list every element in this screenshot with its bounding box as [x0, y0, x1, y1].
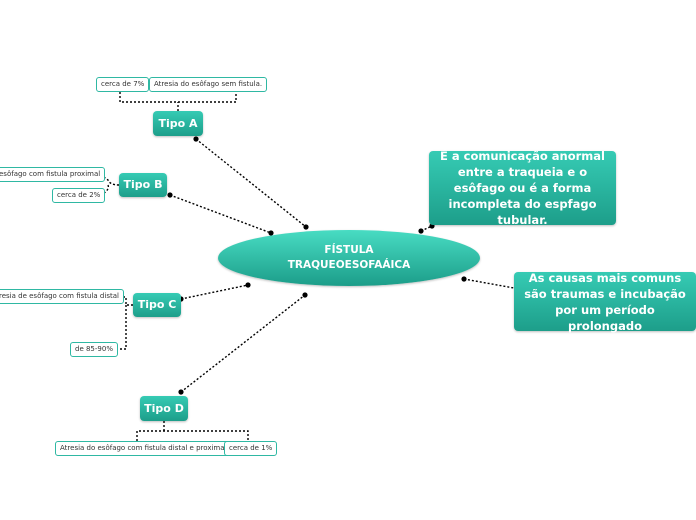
leaf-text: esôfago com fistula proximal [0, 170, 101, 178]
leaf-tipo-b-percent[interactable]: cerca de 2% [52, 188, 106, 203]
bracket-tipo-c [116, 296, 133, 350]
leaf-text: cerca de 2% [57, 191, 101, 199]
topic-label: Tipo A [158, 116, 198, 130]
central-topic[interactable]: FÍSTULA TRAQUEOESOFAÁICA [218, 230, 480, 286]
bracket-tipo-a [119, 92, 237, 111]
leaf-tipo-d-description[interactable]: Atresia do esôfago com fistula distal e … [55, 441, 232, 456]
link-dot [245, 282, 251, 288]
link-tipo-c [180, 284, 249, 300]
topic-tipo-a[interactable]: Tipo A [153, 111, 203, 136]
link-tipo-b [169, 194, 272, 234]
leaf-tipo-a-percent[interactable]: cerca de 7% [96, 77, 150, 92]
bracket-tipo-d [136, 421, 249, 441]
leaf-text: cerca de 1% [229, 444, 273, 452]
bracket-tipo-b [100, 174, 120, 196]
link-tipo-a [195, 138, 307, 228]
central-title-line1: FÍSTULA [324, 244, 374, 256]
link-dot [418, 228, 424, 234]
link-dot [193, 136, 199, 142]
leaf-tipo-b-description[interactable]: esôfago com fistula proximal [0, 167, 106, 182]
topic-tipo-c[interactable]: Tipo C [133, 293, 181, 317]
topic-tipo-b[interactable]: Tipo B [119, 173, 167, 197]
topic-tipo-d[interactable]: Tipo D [140, 396, 188, 421]
leaf-text: de 85-90% [75, 345, 113, 353]
link-dot [167, 192, 173, 198]
leaf-text: cerca de 7% [101, 80, 145, 88]
leaf-text: Atresia do esôfago com fistula distal e … [60, 444, 227, 452]
central-title-line2: TRAQUEOESOFAÁICA [287, 259, 411, 271]
link-dot [302, 292, 308, 298]
leaf-text: Atresia do esôfago sem fistula. [154, 80, 263, 88]
link-dot [303, 224, 309, 230]
definition-text: É a comunicação anormal entre a traqueia… [440, 149, 605, 227]
leaf-tipo-a-description[interactable]: Atresia do esôfago sem fistula. [149, 77, 268, 92]
link-dot [461, 276, 467, 282]
topic-label: Tipo C [137, 298, 177, 311]
link-dot [178, 389, 184, 395]
definition-node[interactable]: É a comunicação anormal entre a traqueia… [429, 149, 616, 227]
leaf-tipo-c-description[interactable]: resia de esôfago com fistula distal [0, 289, 124, 304]
link-causes [463, 278, 515, 289]
topic-label: Tipo B [123, 178, 163, 191]
leaf-tipo-c-percent[interactable]: de 85-90% [70, 342, 118, 357]
topic-label: Tipo D [144, 401, 184, 415]
leaf-tipo-d-percent[interactable]: cerca de 1% [224, 441, 278, 456]
causes-node[interactable]: As causas mais comuns são traumas e incu… [514, 270, 696, 333]
link-tipo-d [180, 294, 306, 393]
causes-text: As causas mais comuns são traumas e incu… [524, 270, 686, 333]
leaf-text: resia de esôfago com fistula distal [0, 292, 119, 300]
